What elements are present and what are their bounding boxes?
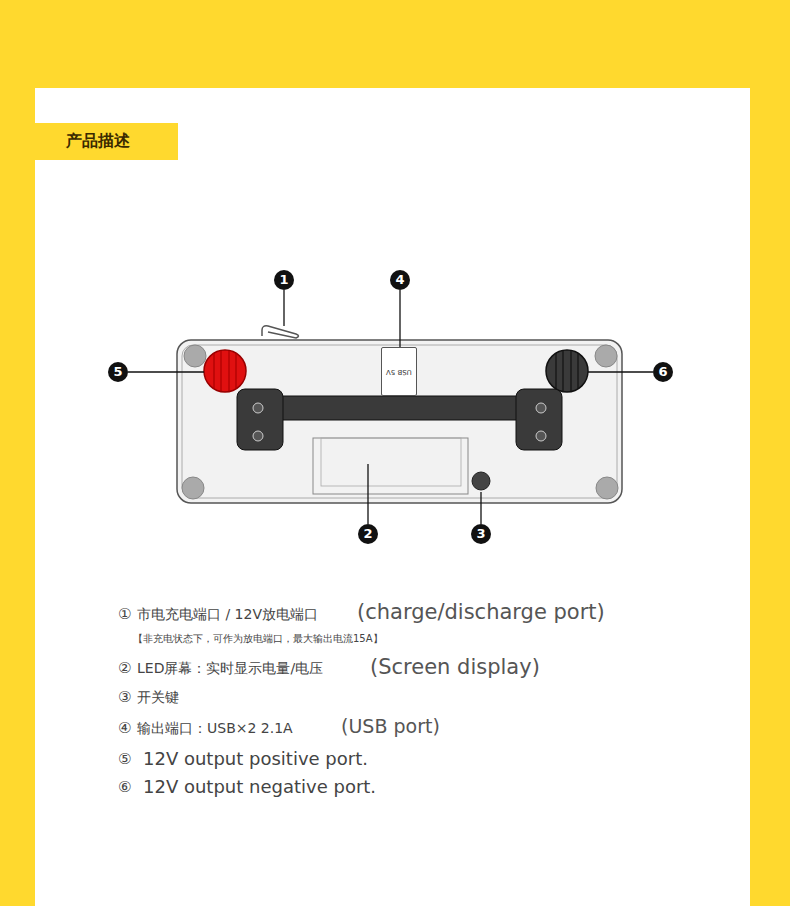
item-text-zh: 市电充电端口 / 12V放电端口 — [137, 606, 318, 622]
item-text-zh: 开关键 — [137, 689, 179, 705]
foot — [182, 477, 204, 499]
cable — [262, 326, 299, 338]
callout-number: 1 — [279, 273, 288, 288]
item-text-en: 12V output negative port. — [143, 777, 376, 798]
handle-bracket — [237, 389, 283, 450]
callout-number: 6 — [658, 365, 667, 380]
list-marker: ⑤ — [118, 751, 131, 768]
led-screen — [313, 438, 468, 494]
callout-circles — [108, 270, 673, 544]
item-text-zh: 输出端口：USB×2 2.1A — [137, 720, 293, 736]
list-marker: ① — [118, 606, 131, 623]
list-marker: ⑥ — [118, 779, 131, 796]
foot — [184, 345, 206, 367]
callout-number: 2 — [363, 527, 372, 542]
negative-terminal — [546, 350, 588, 392]
list-marker: ④ — [118, 720, 131, 737]
terminal-ridges — [214, 351, 236, 391]
item-text-en: (Screen display) — [370, 655, 540, 679]
foot — [596, 477, 618, 499]
port-label: USB 5V — [386, 368, 412, 376]
handle-bracket — [516, 389, 562, 450]
leader-lines — [128, 290, 653, 524]
white-panel — [35, 88, 750, 906]
usb-port-box: USB 5V — [381, 347, 417, 396]
callout-number: 3 — [476, 527, 485, 542]
callout-number: 4 — [395, 273, 404, 288]
item-text-zh: LED屏幕：实时显示电量/电压 — [137, 660, 323, 676]
power-button — [472, 472, 490, 490]
title-tab — [35, 123, 178, 160]
callout-number: 5 — [113, 365, 122, 380]
device-body — [177, 340, 622, 503]
foot — [595, 345, 617, 367]
screws — [253, 403, 546, 441]
device-inset — [182, 345, 617, 498]
item-text-en: 12V output positive port. — [143, 749, 368, 770]
terminal-ridges — [556, 351, 578, 391]
item-text-en: (USB port) — [341, 716, 440, 738]
led-screen-inner — [321, 438, 461, 486]
handle-bar — [270, 396, 530, 420]
item-note: 【非充电状态下，可作为放电端口，最大输出电流15A】 — [133, 633, 383, 645]
positive-terminal — [204, 350, 246, 392]
item-text-en: (charge/discharge port) — [357, 600, 605, 624]
section-title: 产品描述 — [66, 132, 130, 150]
list-marker: ③ — [118, 689, 131, 706]
list-marker: ② — [118, 660, 131, 677]
